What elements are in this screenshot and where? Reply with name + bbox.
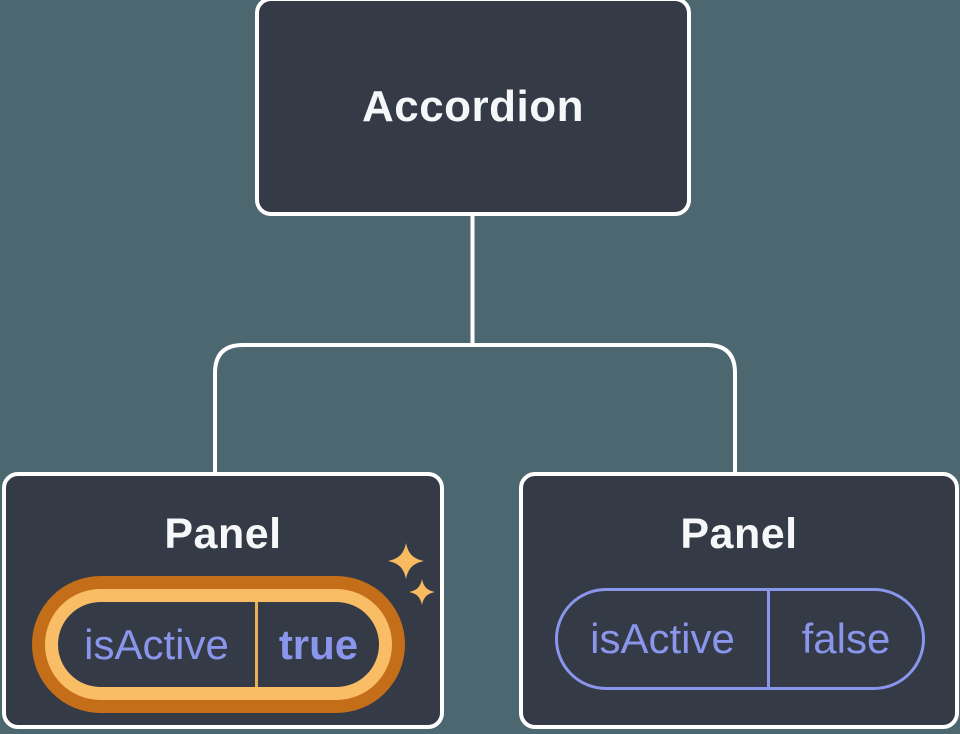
state-value-label: false (801, 615, 891, 662)
pill-divider (767, 591, 770, 687)
state-pill-active: isActive true (32, 576, 405, 713)
state-key-label: isActive (590, 615, 735, 662)
panel-node-active: Panel isActive true (2, 472, 444, 729)
sparkles-icon (388, 543, 435, 605)
state-pill-active-core: isActive true (58, 602, 379, 687)
panel-active-label: Panel (164, 510, 282, 558)
accordion-label: Accordion (361, 81, 585, 131)
panel-inactive-label: Panel (680, 510, 798, 558)
accordion-node: Accordion (255, 0, 691, 216)
pill-divider (255, 602, 258, 687)
state-pill-active-ring: isActive true (45, 589, 392, 700)
state-value-label: true (278, 620, 359, 668)
sparkle-large-icon (388, 543, 424, 579)
sparkle-small-icon (409, 579, 435, 605)
state-key-label: isActive (84, 620, 229, 668)
state-pill-inactive: isActive false (555, 588, 925, 690)
panel-node-inactive: Panel isActive false (519, 472, 959, 729)
